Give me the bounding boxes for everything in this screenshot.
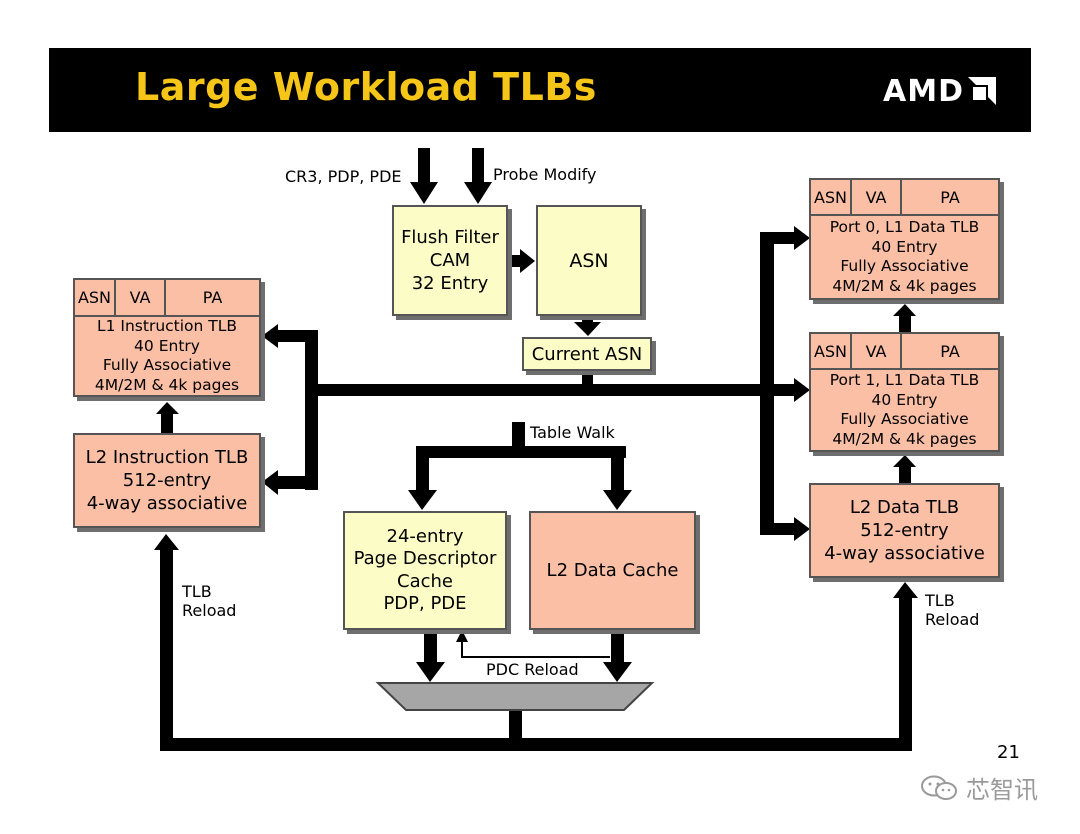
pdc-line: PDP, PDE (383, 593, 467, 614)
pdc-line: 24-entry (386, 525, 464, 547)
l2-data-cache: L2 Data Cache (529, 511, 696, 630)
pdc-line: Page Descriptor (353, 548, 497, 569)
asn-field: ASN (75, 280, 116, 317)
tlb-desc-line: 4M/2M & 4k pages (832, 276, 977, 295)
l1-instruction-tlb: ASN VA PA L1 Instruction TLB 40 Entry Fu… (73, 278, 261, 397)
pdc-reload-label: PDC Reload (486, 660, 579, 679)
tlb-desc-line: 512-entry (122, 470, 212, 491)
page-descriptor-cache: 24-entry Page Descriptor Cache PDP, PDE (343, 511, 507, 630)
tlb-desc-line: 4M/2M & 4k pages (94, 375, 240, 394)
tlb-reload-left-label: TLB Reload (182, 582, 236, 620)
tlb-desc-line: Port 0, L1 Data TLB (829, 218, 980, 236)
tlb-desc-line: 40 Entry (871, 390, 938, 409)
pa-field: PA (166, 280, 259, 317)
pa-field: PA (902, 334, 998, 370)
tlb-reload-line: TLB (182, 582, 212, 601)
l2-data-tlb: L2 Data TLB 512-entry 4-way associative (809, 483, 1000, 578)
port1-l1-data-tlb: ASN VA PA Port 1, L1 Data TLB 40 Entry F… (809, 332, 1000, 452)
flush-filter-line: 32 Entry (411, 273, 489, 294)
flush-filter-line: CAM (429, 250, 471, 271)
current-asn-label: Current ASN (531, 343, 643, 365)
tlb-desc-line: 4-way associative (824, 543, 985, 564)
current-asn-box: Current ASN (522, 337, 652, 371)
pa-field: PA (902, 180, 998, 216)
cr3-pdp-pde-label: CR3, PDP, PDE (285, 167, 402, 186)
tlb-reload-line: TLB (925, 591, 955, 610)
tlb-reload-line: Reload (925, 610, 980, 629)
tlb-desc-line: 40 Entry (871, 237, 938, 256)
title-bar: Large Workload TLBs AMD (49, 48, 1031, 132)
asn-field: ASN (811, 180, 852, 216)
tlb-desc-line: Fully Associative (102, 356, 232, 374)
slide-title: Large Workload TLBs (135, 65, 597, 109)
tlb-reload-right-label: TLB Reload (925, 591, 979, 629)
watermark-text: 芯智讯 (966, 776, 1038, 804)
amd-logo-text: AMD (883, 73, 964, 109)
tlb-desc-line: Port 1, L1 Data TLB (829, 371, 980, 389)
va-field: VA (852, 334, 902, 370)
tlb-desc-line: 4M/2M & 4k pages (832, 429, 977, 448)
page-number: 21 (997, 742, 1020, 763)
pdc-line: Cache (397, 570, 453, 592)
tlb-desc-line: L2 Data TLB (849, 497, 960, 518)
amd-arrow-icon (967, 77, 996, 105)
tlb-desc-line: L2 Instruction TLB (85, 447, 249, 468)
l2-instruction-tlb: L2 Instruction TLB 512-entry 4-way assoc… (73, 433, 261, 528)
asn-label: ASN (569, 249, 609, 272)
tlb-desc-line: Fully Associative (840, 410, 969, 428)
tlb-desc-line: 512-entry (860, 520, 949, 541)
va-field: VA (852, 180, 902, 216)
probe-modify-label: Probe Modify (493, 165, 597, 184)
flush-filter-cam: Flush Filter CAM 32 Entry (392, 205, 508, 316)
va-field: VA (116, 280, 166, 317)
tlb-reload-line: Reload (182, 601, 237, 620)
tlb-desc-line: L1 Instruction TLB (96, 317, 238, 335)
table-walk-label: Table Walk (530, 423, 615, 442)
tlb-desc-line: 4-way associative (86, 493, 248, 514)
amd-logo: AMD (883, 73, 996, 109)
wechat-watermark: 芯智讯 (920, 770, 1038, 805)
wechat-icon (921, 775, 957, 800)
l2-cache-label: L2 Data Cache (546, 560, 679, 581)
tlb-desc-line: 40 Entry (134, 336, 200, 355)
port0-l1-data-tlb: ASN VA PA Port 0, L1 Data TLB 40 Entry F… (809, 178, 1000, 300)
tlb-desc-line: Fully Associative (840, 257, 969, 275)
flush-filter-line: Flush Filter (401, 227, 499, 248)
asn-field: ASN (811, 334, 852, 370)
asn-box: ASN (536, 205, 642, 316)
